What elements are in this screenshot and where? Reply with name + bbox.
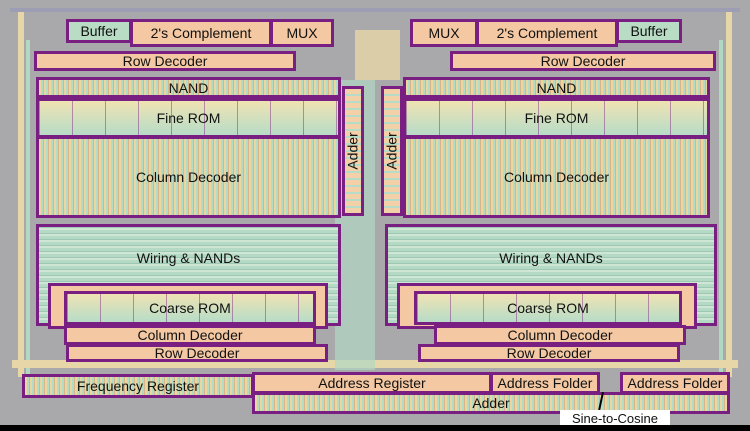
- left-nand-label: NAND: [168, 79, 209, 96]
- right-row-decoder-bottom-block: Row Decoder: [418, 344, 680, 362]
- sine-to-cosine-label-box: Sine-to-Cosine: [560, 410, 670, 426]
- left-adder-label: Adder: [345, 132, 362, 170]
- routing-strip: [18, 12, 24, 377]
- left-coarse-rom-label: Coarse ROM: [149, 300, 231, 316]
- left-row-decoder-top-block: Row Decoder: [34, 51, 296, 71]
- left-twos-complement-label: 2's Complement: [150, 25, 252, 41]
- right-adder-label: Adder: [384, 132, 401, 170]
- left-buffer-label: Buffer: [80, 23, 118, 39]
- routing-strip: [355, 30, 400, 80]
- left-twos-complement-block: 2's Complement: [130, 19, 272, 47]
- address-register-block: Address Register: [252, 372, 492, 394]
- left-adder-block: Adder: [342, 86, 364, 216]
- right-column-decoder-bottom-block: Column Decoder: [434, 325, 686, 345]
- left-mux-block: MUX: [270, 19, 334, 47]
- right-row-decoder-top-block: Row Decoder: [450, 51, 716, 71]
- left-coarse-rom-block: Coarse ROM: [64, 291, 316, 325]
- left-column-decoder-bottom-label: Column Decoder: [137, 327, 243, 343]
- left-row-decoder-top-label: Row Decoder: [122, 53, 208, 69]
- left-row-decoder-bottom-label: Row Decoder: [154, 345, 240, 361]
- routing-strip: [12, 360, 738, 368]
- right-column-decoder-top-block: Column Decoder: [403, 136, 710, 218]
- right-buffer-block: Buffer: [616, 19, 682, 43]
- left-column-decoder-top-block: Column Decoder: [36, 136, 341, 218]
- right-mux-label: MUX: [428, 25, 460, 41]
- routing-strip: [10, 8, 740, 12]
- left-row-decoder-bottom-block: Row Decoder: [66, 344, 328, 362]
- routing-strip: [26, 40, 30, 375]
- address-folder-left-block: Address Folder: [490, 372, 600, 394]
- right-nand-label: NAND: [536, 79, 577, 96]
- right-adder-block: Adder: [381, 86, 403, 216]
- left-column-decoder-top-label: Column Decoder: [135, 169, 242, 185]
- routing-strip: [719, 40, 723, 375]
- right-fine-rom-label: Fine ROM: [524, 110, 589, 126]
- left-wiring-nands-label: Wiring & NANDs: [136, 250, 241, 266]
- right-fine-rom-block: Fine ROM: [403, 98, 710, 138]
- right-column-decoder-bottom-label: Column Decoder: [507, 327, 613, 343]
- left-nand-block: NAND: [36, 77, 341, 98]
- right-twos-complement-block: 2's Complement: [476, 19, 618, 47]
- left-fine-rom-block: Fine ROM: [36, 98, 341, 138]
- left-column-decoder-bottom-block: Column Decoder: [64, 325, 316, 345]
- left-fine-rom-label: Fine ROM: [156, 110, 221, 126]
- address-folder-right-block: Address Folder: [620, 372, 730, 394]
- address-folder-left-label: Address Folder: [497, 375, 593, 391]
- right-mux-block: MUX: [410, 19, 478, 47]
- bottom-edge: [0, 425, 750, 431]
- address-register-label: Address Register: [318, 375, 426, 391]
- right-coarse-rom-label: Coarse ROM: [507, 300, 589, 316]
- bottom-adder-block: Adder: [252, 392, 730, 414]
- right-row-decoder-bottom-label: Row Decoder: [506, 345, 592, 361]
- frequency-register-block: Frequency Register: [22, 374, 254, 398]
- right-buffer-label: Buffer: [630, 23, 668, 39]
- right-row-decoder-top-label: Row Decoder: [540, 53, 626, 69]
- right-twos-complement-label: 2's Complement: [496, 25, 598, 41]
- address-folder-right-label: Address Folder: [627, 375, 723, 391]
- bottom-adder-label: Adder: [472, 395, 510, 411]
- left-buffer-block: Buffer: [66, 19, 132, 43]
- left-mux-label: MUX: [286, 25, 318, 41]
- right-nand-block: NAND: [403, 77, 710, 98]
- right-coarse-rom-block: Coarse ROM: [414, 291, 682, 325]
- right-column-decoder-top-label: Column Decoder: [503, 169, 610, 185]
- frequency-register-label: Frequency Register: [76, 378, 200, 394]
- right-wiring-nands-label: Wiring & NANDs: [499, 250, 603, 266]
- sine-to-cosine-label: Sine-to-Cosine: [572, 410, 658, 426]
- routing-strip: [726, 12, 732, 377]
